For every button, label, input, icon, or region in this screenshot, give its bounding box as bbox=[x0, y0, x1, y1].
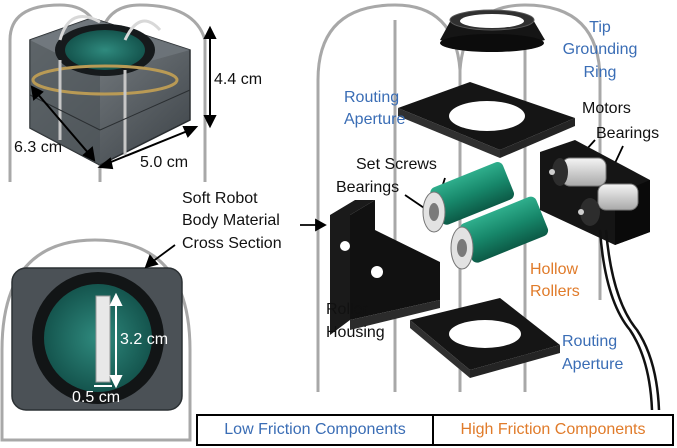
friction-legend: Low Friction Components High Friction Co… bbox=[196, 414, 674, 446]
robot-body-photo bbox=[29, 15, 191, 166]
label-routing-aperture-top-2: Aperture bbox=[344, 111, 406, 128]
routing-aperture-top bbox=[398, 82, 575, 158]
dimension-height-label: 4.4 cm bbox=[214, 71, 263, 88]
label-bearings-left: Bearings bbox=[336, 179, 400, 196]
label-body-material-3: Cross Section bbox=[182, 235, 282, 252]
label-hollow-rollers-2: Rollers bbox=[530, 283, 580, 300]
label-motors: Motors bbox=[582, 100, 631, 117]
dimension-width-label: 6.3 cm bbox=[14, 139, 63, 156]
label-hollow-rollers-1: Hollow bbox=[530, 261, 579, 278]
label-set-screws: Set Screws bbox=[356, 156, 437, 173]
tip-grounding-ring bbox=[440, 9, 545, 52]
label-roller-housing-1: Roller bbox=[326, 301, 368, 318]
roller-left bbox=[422, 162, 515, 233]
label-routing-aperture-bottom-1: Routing bbox=[562, 333, 618, 350]
motor-cable bbox=[598, 229, 661, 411]
dimension-arrows-body bbox=[30, 25, 217, 170]
legend-high-friction: High Friction Components bbox=[460, 421, 646, 438]
cross-section-photo bbox=[11, 267, 183, 411]
label-routing-aperture-top-1: Routing bbox=[344, 89, 400, 106]
dimension-slot-height-label: 3.2 cm bbox=[120, 331, 169, 348]
label-tip-ring-3: Ring bbox=[583, 64, 617, 81]
label-routing-aperture-bottom-2: Aperture bbox=[562, 356, 624, 373]
roller-right bbox=[450, 196, 549, 270]
label-tip-ring-1: Tip bbox=[589, 19, 611, 36]
dimension-depth-label: 5.0 cm bbox=[140, 154, 189, 171]
legend-low-friction: Low Friction Components bbox=[198, 416, 434, 444]
motor-upper bbox=[549, 157, 607, 187]
dimension-slot-width-label: 0.5 cm bbox=[72, 389, 121, 406]
label-tip-ring-2: Grounding bbox=[562, 41, 638, 58]
motor-lower bbox=[578, 183, 639, 226]
dimension-arrows-slot bbox=[94, 292, 123, 389]
label-body-material-1: Soft Robot bbox=[182, 190, 258, 207]
routing-aperture-bottom bbox=[410, 298, 560, 378]
label-bearings-right: Bearings bbox=[596, 125, 660, 142]
label-body-material-2: Body Material bbox=[182, 212, 280, 229]
roller-housing bbox=[330, 200, 440, 335]
label-roller-housing-2: Housing bbox=[326, 324, 385, 341]
